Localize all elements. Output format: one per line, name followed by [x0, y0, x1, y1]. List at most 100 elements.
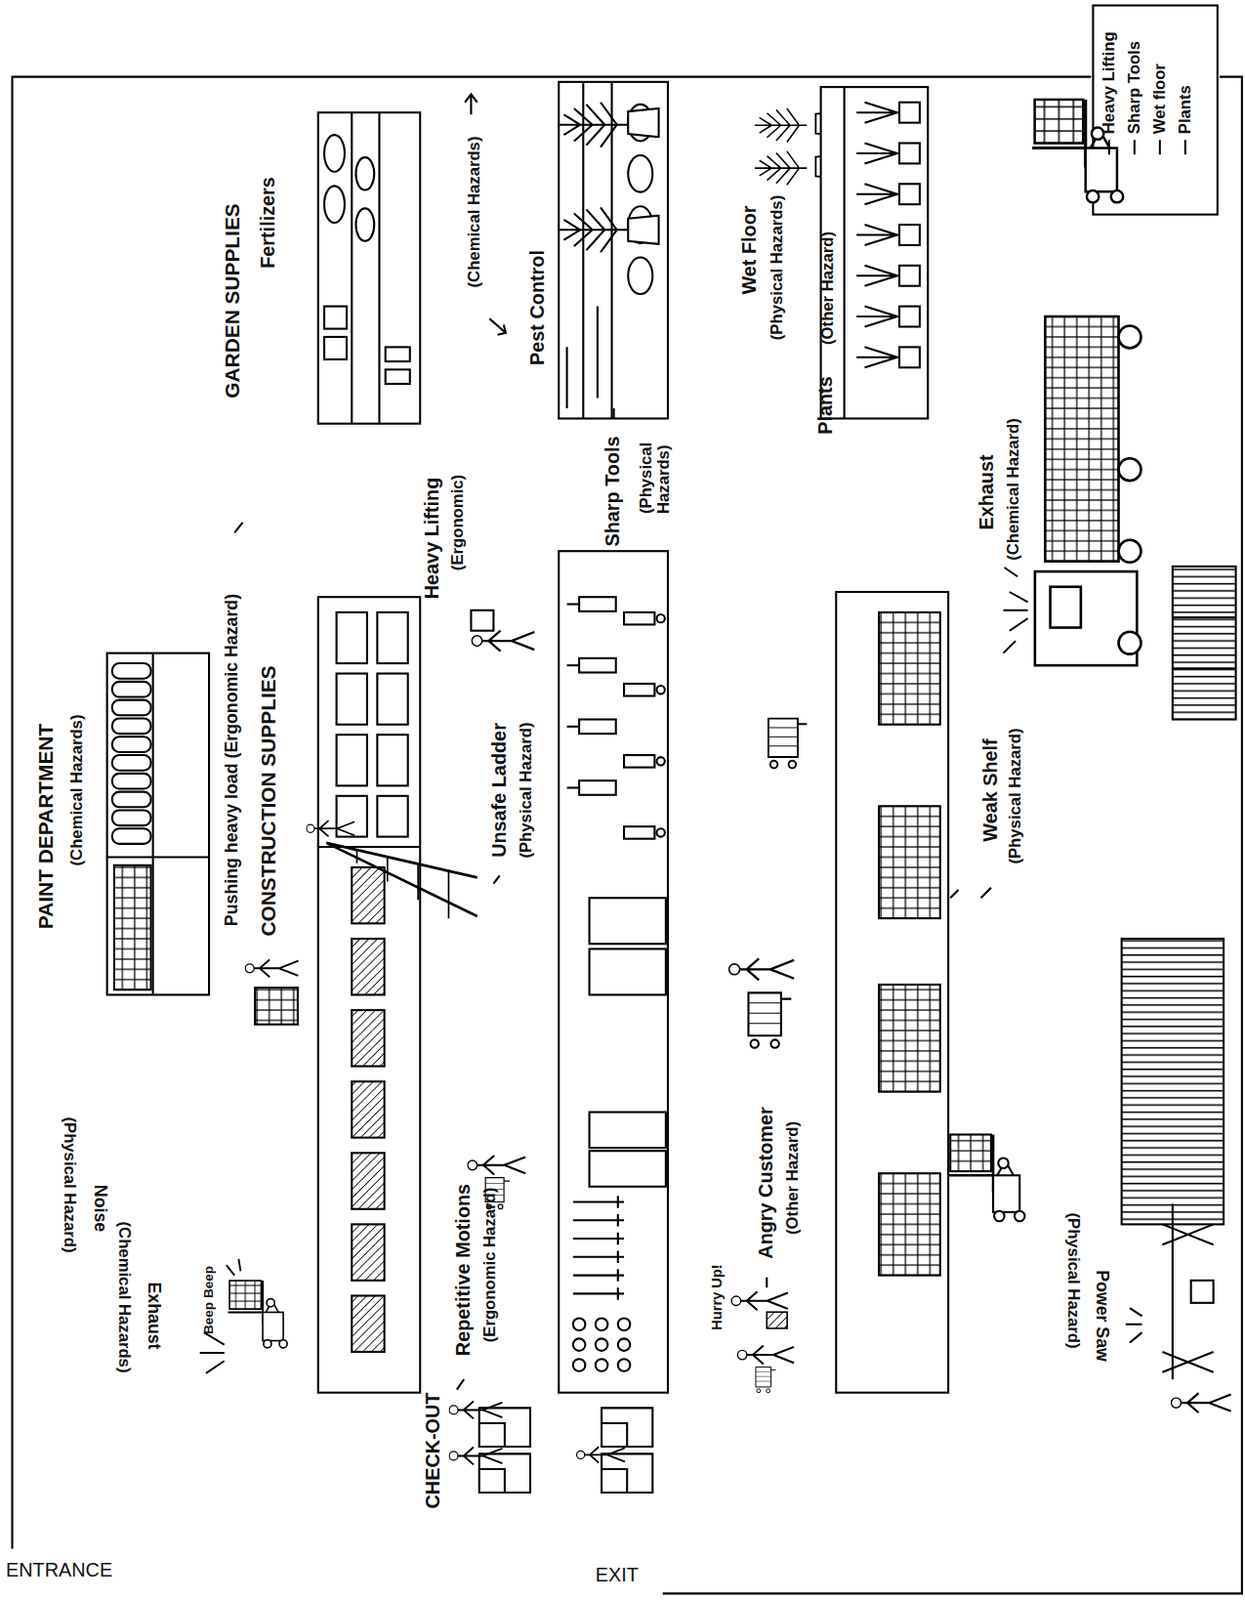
legend-text: Plants	[1176, 84, 1195, 134]
area-heading: ENTRANCE	[5, 1559, 113, 1581]
weak-shelf	[878, 612, 941, 725]
cashier	[577, 1446, 625, 1462]
legend-text: Sharp Tools	[1125, 40, 1144, 133]
tools-shelf	[618, 1337, 631, 1351]
power-saw-station	[1125, 1307, 1143, 1343]
hazard-label: (Physical Hazards)	[637, 419, 674, 514]
ladder	[326, 842, 478, 916]
ladder	[326, 842, 478, 918]
checkout-counters	[479, 1407, 654, 1493]
hazard-label: CHECK-OUT	[422, 1391, 445, 1508]
hazard-label: Hurry Up!	[708, 1264, 725, 1330]
area-heading: CONSTRUCTION SUPPLIES	[256, 664, 280, 936]
fertilizer-shelf	[355, 157, 374, 190]
pest-control-shelf	[558, 82, 668, 419]
delivery-truck	[1119, 539, 1142, 563]
construction-shelf	[351, 1009, 384, 1066]
forklift	[227, 1280, 288, 1348]
area-heading: GARDEN SUPPLIES	[221, 203, 245, 399]
construction-shelf	[351, 938, 384, 995]
legend-dash	[1180, 137, 1191, 156]
lumber-stack	[1121, 938, 1224, 1224]
tools-shelf	[573, 1337, 586, 1351]
plants-shelf	[899, 306, 920, 328]
tools-shelf	[595, 1317, 609, 1330]
store-outline	[12, 77, 1092, 1549]
hazard-label: Exhaust	[143, 1282, 164, 1350]
plants-shelf	[899, 183, 920, 205]
delivery-truck	[1119, 631, 1142, 655]
hazard-label: (Chemical Hazards)	[68, 714, 86, 867]
plants-shelf	[899, 143, 920, 165]
legend-dash	[1108, 139, 1111, 155]
weak-shelf	[878, 984, 941, 1092]
tools-shelf	[567, 664, 581, 666]
legend-text: Heavy Lifting	[1100, 31, 1119, 134]
power-saw-station	[1191, 1280, 1214, 1303]
tools-shelf	[579, 658, 617, 673]
tools-shelf	[595, 1337, 609, 1351]
paint-shelf	[112, 681, 152, 698]
hazard-label: Pest Control	[527, 249, 549, 366]
legend-entry: Sharp Tools	[1125, 40, 1144, 155]
checkout-counters	[479, 1452, 531, 1493]
fertilizer-shelf	[318, 112, 420, 423]
construction-shelf	[351, 1080, 384, 1137]
paint-shelf	[112, 717, 152, 734]
area-heading: PAINT DEPARTMENT	[35, 723, 58, 929]
construction-shelf	[376, 612, 408, 664]
delivery-truck	[1050, 586, 1081, 628]
cashier	[449, 1447, 502, 1465]
fertilizer-shelf	[324, 185, 345, 223]
worker-lifting	[471, 630, 535, 652]
leader-lines	[493, 874, 499, 883]
legend-dash	[1184, 139, 1187, 155]
construction-shelf	[336, 673, 368, 725]
hazard-label: Unsafe Ladder	[489, 722, 511, 858]
shopper	[467, 1155, 526, 1174]
paint-shelf	[112, 663, 152, 679]
paint-shelf	[152, 653, 155, 996]
hazard-label: Repetitive Motions	[453, 1183, 475, 1356]
leader-lines	[234, 522, 243, 533]
paint-shelf	[112, 791, 152, 808]
pest-control-shelf	[627, 256, 653, 294]
plants-shelf	[899, 224, 920, 246]
hazard-arrows	[464, 93, 506, 334]
construction-shelf	[318, 596, 420, 1392]
fertilizer-shelf	[355, 207, 374, 241]
pest-control-shelf	[567, 306, 598, 409]
construction-shelf	[336, 612, 368, 664]
cashier	[449, 1401, 502, 1419]
tools-shelf	[573, 1317, 586, 1330]
exhaust-fumes	[1003, 567, 1029, 654]
hazard-label: (Physical Hazards)	[768, 194, 787, 339]
construction-shelf	[318, 596, 420, 1392]
leader-lines	[765, 1277, 768, 1287]
legend-dash	[1129, 137, 1140, 156]
hazard-arrows	[489, 318, 506, 335]
tools-shelf	[656, 614, 664, 623]
tools-shelf	[567, 786, 581, 789]
delivery-truck	[1035, 316, 1142, 665]
exhaust-fumes	[200, 1258, 242, 1373]
hazard-label: Beep Beep	[202, 1265, 217, 1334]
paint-shelf	[107, 653, 209, 996]
tools-shelf	[589, 948, 666, 995]
paint-shelf	[112, 809, 152, 826]
plants-shelf	[899, 346, 920, 368]
tools-shelf	[623, 683, 655, 697]
hazard-label: Heavy Lifting	[421, 477, 444, 600]
lumber-stack	[1172, 566, 1237, 720]
tools-shelf	[623, 754, 655, 768]
fertilizer-shelf	[324, 336, 347, 360]
lumber-stack	[1121, 566, 1237, 1225]
plants-shelf	[821, 86, 929, 418]
tools-shelf	[567, 725, 581, 728]
hazard-label: Weak Shelf	[980, 739, 1002, 842]
paint-shelf	[112, 773, 152, 789]
tools-shelf	[589, 1112, 666, 1149]
legend-dash	[1133, 139, 1136, 155]
